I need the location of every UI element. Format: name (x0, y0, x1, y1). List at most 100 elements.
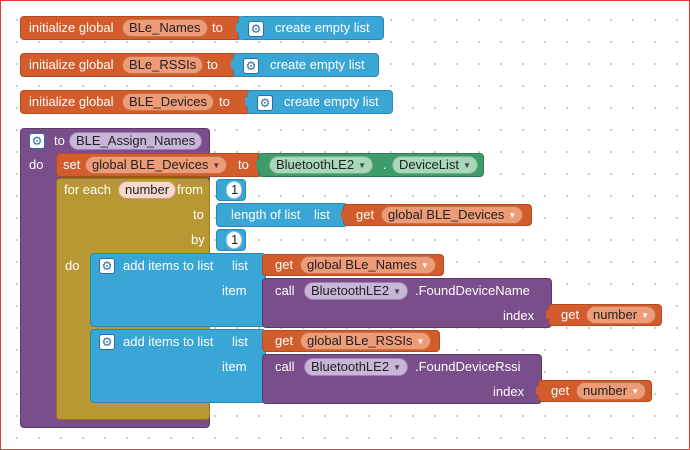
list-socket-label: list (232, 258, 248, 273)
get-variable-block[interactable]: get global BLe_RSSIs▼ (262, 330, 440, 352)
property-dot-label: . (383, 157, 387, 172)
initialize-global-block-names[interactable]: initialize global BLe_Names to (20, 16, 242, 40)
get-variable-field[interactable]: global BLE_Devices▼ (381, 206, 524, 224)
loop-variable-field[interactable]: number (118, 181, 177, 199)
number-block-by[interactable]: 1 (216, 229, 246, 251)
set-label: set (63, 157, 81, 172)
dropdown-arrow-icon: ▼ (358, 161, 366, 170)
property-dropdown[interactable]: DeviceList▼ (392, 156, 478, 174)
get-label: get (275, 333, 294, 348)
component-text: BluetoothLE2 (311, 359, 390, 374)
connector-notch (236, 23, 241, 32)
get-variable-block[interactable]: get global BLe_Names▼ (262, 254, 444, 276)
add-items-label: add items to list (123, 258, 214, 273)
set-variable-field[interactable]: global BLE_Devices▼ (85, 156, 228, 174)
create-empty-list-label: create empty list (275, 20, 370, 35)
for-each-do-label: do (65, 258, 80, 273)
initialize-global-label: initialize global (29, 57, 114, 72)
create-empty-list-block[interactable]: ⚙ create empty list (238, 16, 384, 40)
number-block-from[interactable]: 1 (216, 179, 246, 201)
create-empty-list-label: create empty list (270, 57, 365, 72)
index-variable-text: number (593, 307, 638, 322)
dropdown-arrow-icon: ▼ (393, 287, 401, 296)
get-label: get (275, 257, 294, 272)
dropdown-arrow-icon: ▼ (416, 337, 425, 346)
global-name-field[interactable]: BLE_Devices (122, 93, 215, 111)
dropdown-arrow-icon: ▼ (420, 261, 429, 270)
connector-notch (546, 310, 551, 319)
by-label: by (191, 232, 205, 247)
from-number-text: 1 (231, 182, 239, 197)
to-label: to (212, 20, 223, 35)
global-name-text: BLE_Devices (129, 94, 208, 109)
dropdown-arrow-icon: ▼ (462, 161, 471, 170)
global-name-text: BLe_Names (129, 20, 201, 35)
initialize-global-block-devices[interactable]: initialize global BLE_Devices to (20, 90, 252, 114)
create-empty-list-block[interactable]: ⚙ create empty list (247, 90, 393, 114)
method-label: .FoundDeviceRssi (415, 359, 521, 374)
connector-notch (231, 60, 236, 69)
from-number-field[interactable]: 1 (226, 181, 242, 199)
procedure-name-text: BLE_Assign_Names (76, 133, 196, 148)
add-items-to-list-block[interactable]: ⚙ add items to list list item (90, 329, 266, 403)
by-number-field[interactable]: 1 (226, 231, 242, 249)
call-label: call (275, 359, 295, 374)
gear-icon[interactable]: ⚙ (248, 21, 264, 37)
dropdown-arrow-icon: ▼ (641, 311, 649, 320)
get-label: get (551, 383, 570, 398)
create-empty-list-label: create empty list (284, 94, 379, 109)
set-variable-block[interactable]: set global BLE_Devices▼ to (56, 153, 262, 177)
index-socket-label: index (503, 308, 535, 323)
index-variable-field[interactable]: number▼ (586, 306, 656, 324)
index-socket-label: index (493, 384, 525, 399)
connector-notch (536, 386, 541, 395)
call-method-block[interactable]: call BluetoothLE2▼ .FoundDeviceRssi inde… (262, 354, 542, 404)
procedure-name-field[interactable]: BLE_Assign_Names (69, 132, 203, 150)
dropdown-arrow-icon: ▼ (508, 211, 517, 220)
get-variable-field[interactable]: global BLe_RSSIs▼ (300, 332, 432, 350)
index-variable-field[interactable]: number▼ (576, 382, 646, 400)
to-label: to (219, 94, 230, 109)
from-label: from (177, 182, 203, 197)
gear-icon[interactable]: ⚙ (257, 95, 273, 111)
length-of-list-block[interactable]: length of list list (216, 203, 348, 227)
add-items-label: add items to list (123, 334, 214, 349)
get-index-block[interactable]: get number▼ (538, 380, 652, 402)
gear-icon[interactable]: ⚙ (99, 334, 115, 350)
list-socket-label: list (314, 207, 330, 222)
get-label: get (356, 207, 375, 222)
get-variable-text: global BLE_Devices (388, 207, 505, 222)
initialize-global-label: initialize global (29, 94, 114, 109)
connector-notch (245, 97, 250, 106)
component-property-block[interactable]: BluetoothLE2▼ . DeviceList▼ (258, 153, 484, 177)
set-variable-text: global BLE_Devices (92, 157, 209, 172)
procedure-to-label: to (54, 133, 65, 148)
component-text: BluetoothLE2 (276, 157, 355, 172)
component-dropdown[interactable]: BluetoothLE2▼ (269, 156, 373, 174)
connector-notch (256, 160, 261, 169)
component-text: BluetoothLE2 (311, 283, 390, 298)
gear-icon[interactable]: ⚙ (243, 58, 259, 74)
get-variable-field[interactable]: global BLe_Names▼ (300, 256, 436, 274)
add-items-to-list-block[interactable]: ⚙ add items to list list item (90, 253, 266, 327)
create-empty-list-block[interactable]: ⚙ create empty list (233, 53, 379, 77)
get-variable-block[interactable]: get global BLE_Devices▼ (343, 204, 532, 226)
get-index-block[interactable]: get number▼ (548, 304, 662, 326)
method-label: .FoundDeviceName (415, 283, 530, 298)
global-name-field[interactable]: BLe_Names (122, 19, 208, 37)
index-variable-text: number (583, 383, 628, 398)
get-variable-text: global BLe_RSSIs (307, 333, 413, 348)
call-method-block[interactable]: call BluetoothLE2▼ .FoundDeviceName inde… (262, 278, 552, 328)
initialize-global-block-rssis[interactable]: initialize global BLe_RSSIs to (20, 53, 238, 77)
item-socket-label: item (222, 283, 247, 298)
item-socket-label: item (222, 359, 247, 374)
loop-variable-text: number (125, 182, 170, 197)
to-label: to (193, 207, 204, 222)
component-dropdown[interactable]: BluetoothLE2▼ (304, 282, 408, 300)
length-of-list-label: length of list (231, 207, 301, 222)
component-dropdown[interactable]: BluetoothLE2▼ (304, 358, 408, 376)
global-name-field[interactable]: BLe_RSSIs (122, 56, 204, 74)
gear-icon[interactable]: ⚙ (29, 133, 45, 149)
dropdown-arrow-icon: ▼ (393, 363, 401, 372)
gear-icon[interactable]: ⚙ (99, 258, 115, 274)
